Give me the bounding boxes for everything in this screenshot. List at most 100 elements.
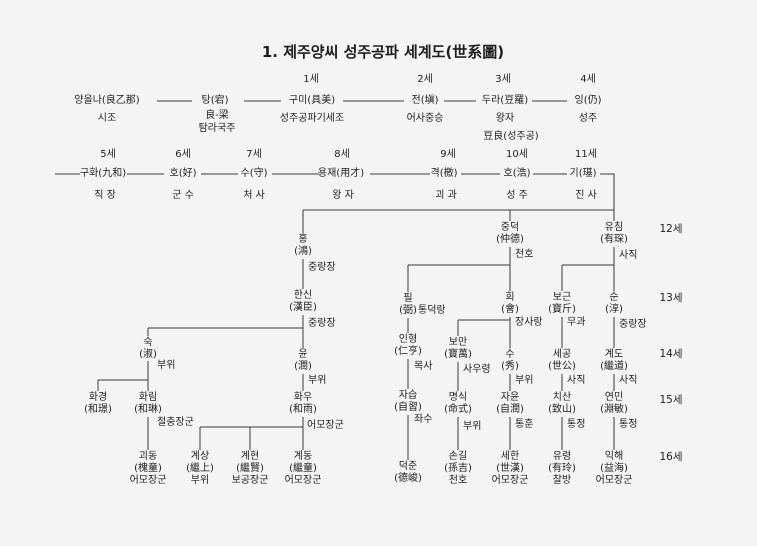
person-name: 자습: [398, 390, 418, 401]
person-title: 사직: [619, 375, 638, 386]
person-title: 천호: [448, 475, 468, 486]
person-name: 계도: [604, 349, 624, 360]
person-goedong: 괴동(槐童)어모장군: [130, 451, 167, 487]
person-title: 찰방: [552, 475, 572, 486]
generation-label: 1세: [303, 74, 319, 85]
person-name: 한신: [293, 290, 313, 301]
lineage-note: 탐라국주: [198, 123, 236, 134]
person-title: 보공장군: [231, 475, 269, 486]
person-jayun: 자윤(自潤): [496, 392, 524, 416]
person-hanja: (和琳): [134, 404, 162, 415]
generation-label: 5세: [100, 149, 116, 160]
person-segong: 세공(世公): [548, 349, 576, 373]
person-title: 천호: [515, 249, 534, 260]
person-hanja: (繼道): [600, 361, 628, 372]
person-hanja: (德峻): [394, 473, 422, 484]
person-hanja: (自習): [394, 402, 422, 413]
person-name: 필: [403, 293, 413, 304]
person-name: 홍: [298, 234, 308, 245]
person-name: 보근: [552, 292, 572, 303]
lineage-name-jeon: 전(塡): [411, 95, 439, 106]
lineage-name-gi: 기(璂): [569, 168, 597, 179]
person-title: 사직: [619, 250, 638, 261]
person-hanja: (鴻): [294, 246, 312, 257]
person-gyesang: 계상(繼上)부위: [186, 451, 214, 487]
lineage-note: 왕 자: [332, 190, 354, 201]
lineage-note: 良-梁: [205, 110, 229, 121]
person-title: 부위: [190, 475, 210, 486]
person-ikhae: 익해(益海)어모장군: [596, 451, 633, 487]
person-title: 통덕랑: [418, 305, 446, 316]
person-bogeun: 보근(寶斤): [548, 292, 576, 316]
person-title: 장사랑: [515, 317, 543, 328]
generation-label: 14세: [659, 348, 683, 360]
lineage-note: 豆良(성주공): [483, 131, 539, 142]
person-name: 윤: [298, 349, 308, 360]
person-chisan: 치산(致山): [548, 392, 576, 416]
person-hoe: 회(會): [501, 292, 519, 316]
person-sun: 순(淳): [605, 292, 623, 316]
lineage-note: 성 주: [506, 190, 528, 201]
lineage-note: 진 사: [575, 190, 597, 201]
person-title: 부위: [515, 375, 534, 386]
person-name: 유령: [552, 451, 572, 462]
person-hanja: (世漢): [496, 463, 524, 474]
person-hanja: (孫吉): [444, 463, 472, 474]
lineage-name-su: 수(守): [240, 168, 268, 179]
person-title: 부위: [463, 421, 482, 432]
person-hanja: (淳): [605, 304, 623, 315]
person-name: 익해: [604, 451, 624, 462]
person-hanja: (繼上): [186, 463, 214, 474]
person-yuchim: 유침(有琛): [600, 222, 628, 246]
person-hanja: (寶萬): [444, 349, 472, 360]
person-hanja: (槐童): [134, 463, 162, 474]
person-myeongsik: 명식(命式): [444, 392, 472, 416]
person-name: 괴동: [138, 451, 158, 462]
person-hanja: (世公): [548, 361, 576, 372]
person-title: 어모장군: [491, 475, 529, 486]
page-title: 1. 제주양씨 성주공파 세계도(世系圖): [261, 43, 505, 61]
lineage-note: 성주공파기세조: [279, 113, 345, 124]
person-hwarim: 화림(和琳): [134, 392, 162, 416]
person-name: 계상: [190, 451, 210, 462]
person-title: 절충장군: [157, 417, 194, 428]
person-name: 보만: [448, 337, 468, 348]
person-pil: 필(弼): [399, 293, 417, 317]
lineage-note: 시조: [97, 113, 117, 124]
person-name: 계현: [240, 451, 260, 462]
person-hanja: (寶斤): [548, 304, 576, 315]
generation-label: 8세: [334, 149, 350, 160]
person-gyedong: 계동(繼童)어모장군: [285, 451, 322, 487]
person-hong: 홍(鴻): [294, 234, 312, 258]
person-hanja: (秀): [501, 361, 519, 372]
lineage-name-gyeok: 격(檄): [430, 168, 458, 179]
person-hwau: 화우(和雨): [289, 392, 317, 416]
person-name: 덕준: [398, 461, 418, 472]
person-jungdeok: 중덕(仲德): [496, 222, 524, 246]
lineage-name-yangeulna: 양을나(良乙那): [74, 95, 140, 106]
person-gyehyeon: 계현(繼賢)보공장군: [232, 451, 269, 487]
person-name: 화경: [88, 392, 108, 403]
person-name: 수: [505, 349, 515, 360]
person-jaseup: 자습(自習): [394, 390, 422, 414]
person-hanja: (繼童): [289, 463, 317, 474]
lineage-name-guhwa: 구화(九和): [79, 168, 127, 179]
person-name: 세공: [552, 349, 572, 360]
person-name: 숙: [143, 337, 153, 348]
person-hanja: (仲德): [496, 234, 524, 245]
person-name: 인형: [398, 334, 418, 345]
person-name: 순: [609, 292, 619, 303]
person-title: 어모장군: [595, 475, 633, 486]
person-sehan: 세한(世漢)어모장군: [492, 451, 529, 487]
lineage-name-yongjae: 용재(用才): [317, 168, 365, 179]
generation-label: 16세: [659, 451, 683, 463]
generation-label: 4세: [580, 74, 596, 85]
person-suk: 숙(淑): [139, 337, 157, 361]
person-yuryeong: 유령(有玲)찰방: [548, 451, 576, 487]
generation-label: 10세: [506, 149, 528, 160]
lineage-name-tang: 탕(宕): [201, 95, 229, 106]
generation-label: 12세: [659, 223, 683, 235]
person-hanja: (弼): [399, 305, 417, 316]
generation-label: 7세: [246, 149, 262, 160]
